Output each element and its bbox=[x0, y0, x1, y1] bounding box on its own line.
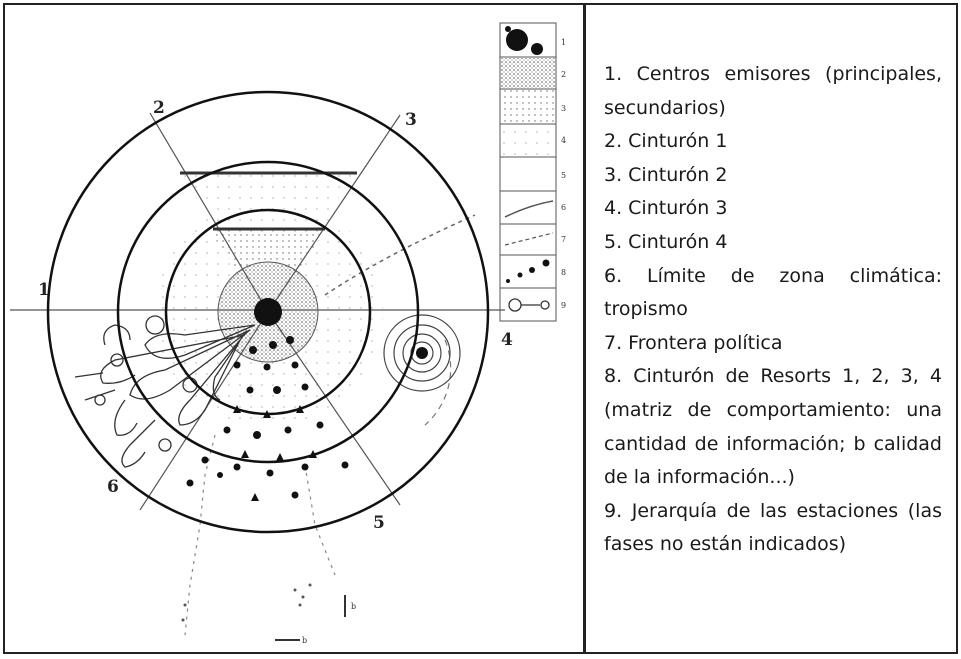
legend-item-2: 2. Cinturón 1 bbox=[604, 130, 728, 153]
legend-item-9: 9. Jerarquía de las estaciones (las fase… bbox=[604, 499, 942, 556]
resort-belt-diagram: 1 2 3 4 5 6 b b bbox=[10, 22, 566, 645]
key-number-6: 6 bbox=[561, 203, 566, 212]
key-number-9: 9 bbox=[561, 301, 566, 310]
overlay-ring-inner bbox=[164, 208, 372, 416]
panel-divider bbox=[583, 3, 586, 654]
legend-item-4: 4. Cinturón 3 bbox=[604, 197, 728, 220]
legend-item-1: 1. Centros emisores (principales, secund… bbox=[604, 63, 942, 119]
key-swatch-belt-2 bbox=[501, 90, 555, 123]
key-swatch-tropism bbox=[504, 200, 554, 218]
key-swatch-stations bbox=[508, 298, 550, 312]
sector-label-2: 2 bbox=[153, 98, 165, 118]
bottom-scatter-marks bbox=[181, 583, 346, 641]
legend-item-5: 5. Cinturón 4 bbox=[604, 230, 728, 253]
overlay-ring-outer bbox=[46, 90, 490, 534]
key-number-7: 7 bbox=[561, 235, 566, 244]
main-center-dot bbox=[254, 298, 282, 326]
key-number-5: 5 bbox=[561, 171, 566, 180]
key-swatch-belt-3 bbox=[501, 125, 555, 156]
small-label-b-1: b bbox=[351, 602, 356, 611]
key-number-8: 8 bbox=[561, 268, 566, 277]
figure-frame bbox=[3, 3, 958, 654]
key-number-2: 2 bbox=[561, 70, 566, 79]
legend-list: 1. Centros emisores (principales, secund… bbox=[604, 58, 942, 562]
key-swatch-resorts bbox=[506, 259, 550, 283]
sector-divider-2 bbox=[149, 112, 269, 313]
key-swatch-border bbox=[504, 232, 554, 246]
key-swatch-emitter bbox=[506, 29, 528, 51]
key-number-4: 4 bbox=[561, 136, 566, 145]
tail-dashed-line-2 bbox=[304, 464, 336, 576]
sector-divider-5 bbox=[267, 311, 401, 506]
sector-label-5: 5 bbox=[373, 513, 385, 533]
sector-label-1: 1 bbox=[38, 280, 50, 300]
sector-label-6: 6 bbox=[107, 477, 119, 497]
overlay-ring-middle bbox=[116, 160, 420, 464]
legend-item-3: 3. Cinturón 2 bbox=[604, 163, 728, 186]
station-hierarchy-network bbox=[74, 315, 256, 468]
key-number-3: 3 bbox=[561, 104, 566, 113]
sector-divider-3 bbox=[267, 114, 401, 313]
secondary-center-target bbox=[383, 314, 461, 392]
legend-item-7: 7. Frontera política bbox=[604, 331, 783, 354]
legend-item-8: 8. Cinturón de Resorts 1, 2, 3, 4 (matri… bbox=[604, 365, 942, 489]
key-swatch-belt-1 bbox=[501, 58, 555, 88]
sector-label-4: 4 bbox=[501, 330, 513, 350]
tropism-boundary-line bbox=[324, 214, 476, 296]
small-label-b-2: b bbox=[302, 636, 307, 645]
key-number-1: 1 bbox=[561, 38, 566, 47]
tail-dashed-line-1 bbox=[184, 434, 216, 636]
political-border-arc bbox=[424, 339, 452, 426]
sector-label-3: 3 bbox=[405, 110, 417, 130]
resort-dots bbox=[186, 336, 349, 501]
symbol-key: 1 2 3 4 5 6 7 8 9 bbox=[499, 22, 566, 322]
legend-item-6: 6. Límite de zona climática: tropismo bbox=[604, 264, 942, 321]
